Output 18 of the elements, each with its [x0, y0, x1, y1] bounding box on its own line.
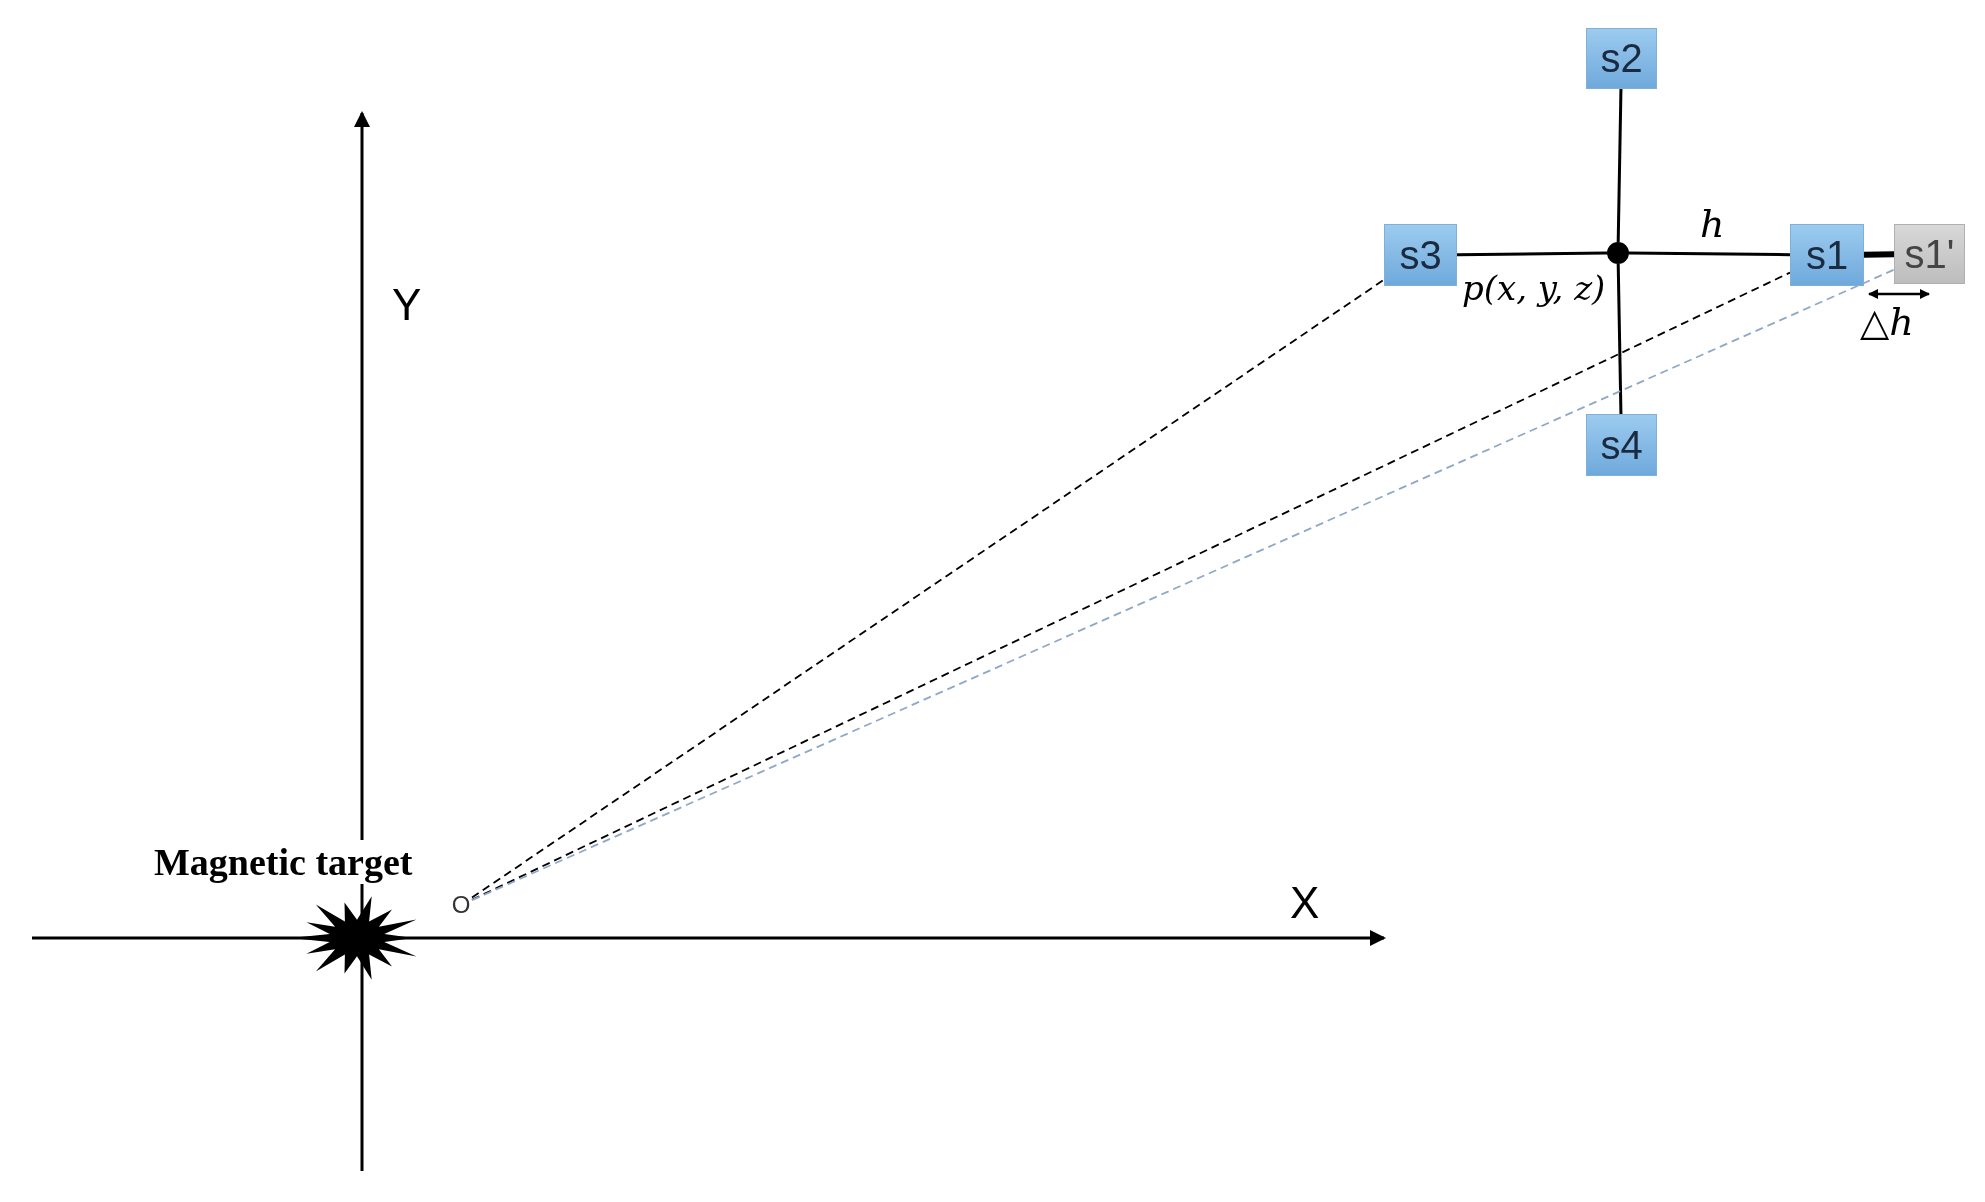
sensor-box: s1' [1894, 224, 1965, 284]
origin-label: O [450, 893, 472, 917]
connector-line [1457, 251, 1607, 257]
center-point [1607, 242, 1629, 264]
sensor-box: s2 [1586, 28, 1657, 89]
dimension-label: △h [1860, 300, 1914, 344]
axis-label: Y [392, 280, 422, 330]
dashed-line [471, 278, 1385, 899]
sensor-box: s3 [1384, 224, 1457, 286]
connector-line [1629, 251, 1790, 257]
sensor-box: s1 [1790, 224, 1864, 286]
connector-line [1616, 263, 1623, 415]
point-label: p(x, y, z) [1462, 268, 1606, 308]
sensor-box: s4 [1586, 414, 1657, 476]
axis-label: X [1290, 878, 1320, 928]
connector-line [1616, 88, 1623, 243]
connector-line [1863, 251, 1895, 258]
edge-label: h [1700, 204, 1725, 244]
